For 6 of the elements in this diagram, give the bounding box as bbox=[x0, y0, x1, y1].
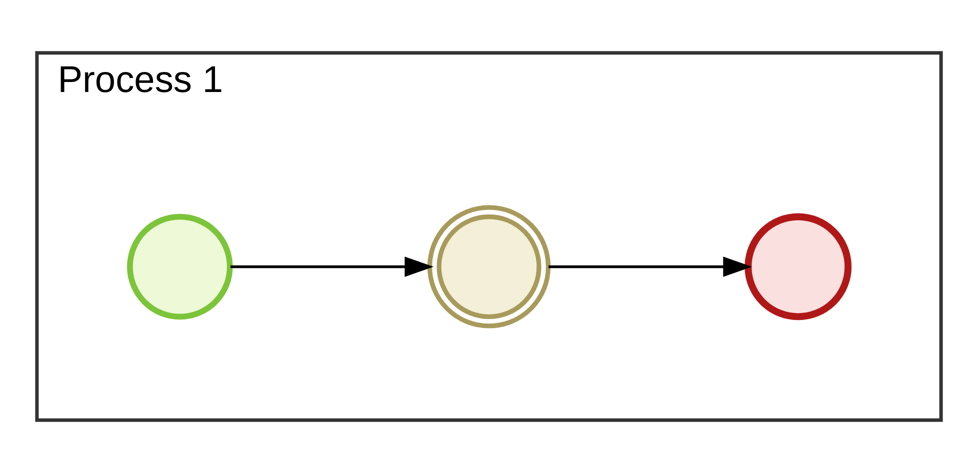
node-circle bbox=[427, 204, 551, 328]
node-circle bbox=[127, 213, 233, 320]
arrow bbox=[230, 256, 434, 276]
arrow bbox=[548, 256, 752, 276]
node-circle bbox=[744, 212, 852, 320]
cluster: Process 1 bbox=[35, 50, 943, 422]
